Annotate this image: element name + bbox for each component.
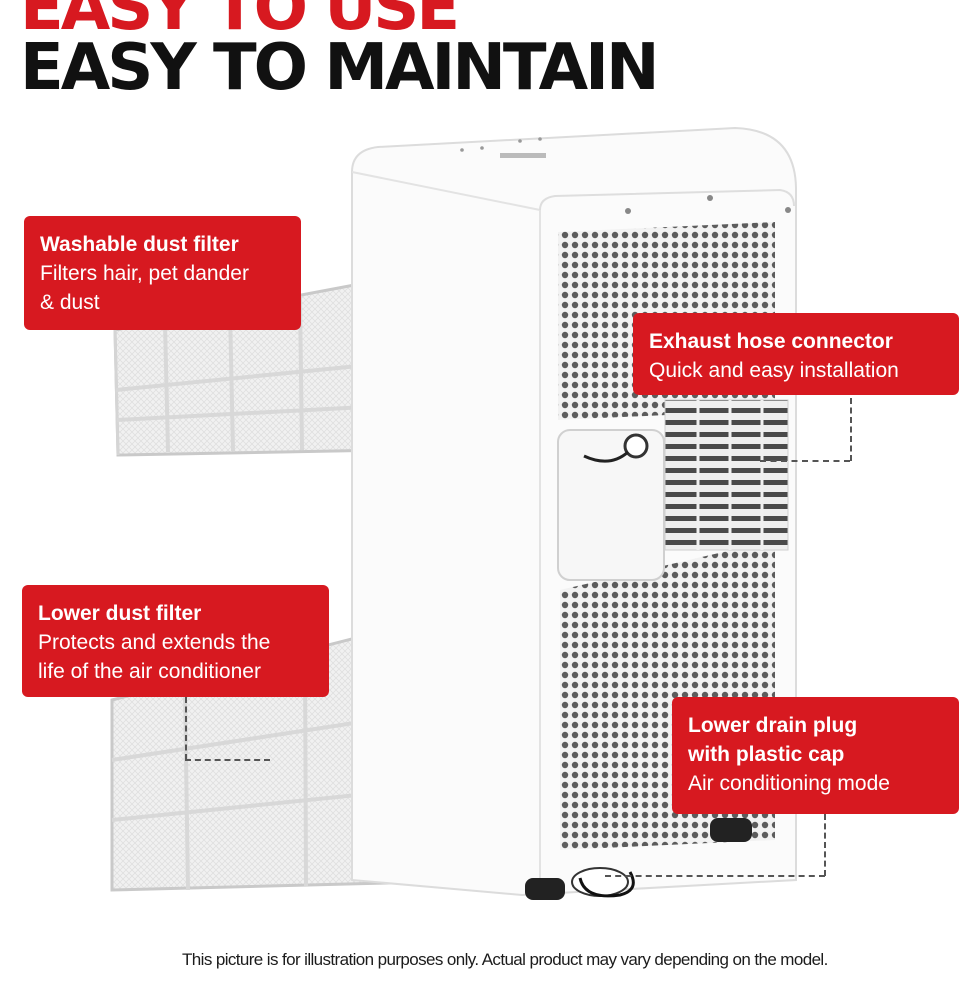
callout-title: Washable dust filter	[40, 233, 239, 256]
callout-lower-dust-filter: Lower dust filter Protects and extends t…	[22, 585, 329, 697]
leader-line-exhaust-h	[760, 460, 850, 462]
callout-description: Protects and extends the life of the air…	[38, 631, 271, 683]
leader-line-exhaust	[850, 398, 852, 461]
callout-description: Quick and easy installation	[649, 359, 899, 382]
leader-line-lower-filter-h	[185, 759, 270, 761]
exhaust-connector	[557, 429, 665, 581]
callout-exhaust-hose-connector: Exhaust hose connector Quick and easy in…	[633, 313, 959, 395]
callout-description: Filters hair, pet dander & dust	[40, 262, 249, 314]
callout-description: Air conditioning mode	[688, 772, 890, 795]
callout-lower-drain-plug: Lower drain plug with plastic cap Air co…	[672, 697, 959, 814]
callout-title: Exhaust hose connector	[649, 330, 893, 353]
leader-line-lower-filter	[185, 697, 187, 760]
exhaust-louvers	[664, 399, 789, 551]
callout-title: Lower drain plug with plastic cap	[688, 714, 858, 766]
callout-title: Lower dust filter	[38, 602, 202, 625]
leader-line-drain	[824, 814, 826, 876]
callout-washable-dust-filter: Washable dust filter Filters hair, pet d…	[24, 216, 301, 330]
headline-line-2: EASY TO MAINTAIN	[20, 31, 659, 105]
leader-line-drain-h	[605, 875, 825, 877]
headline-line-1: EASY TO USE	[20, 0, 460, 45]
disclaimer-text: This picture is for illustration purpose…	[182, 950, 828, 969]
